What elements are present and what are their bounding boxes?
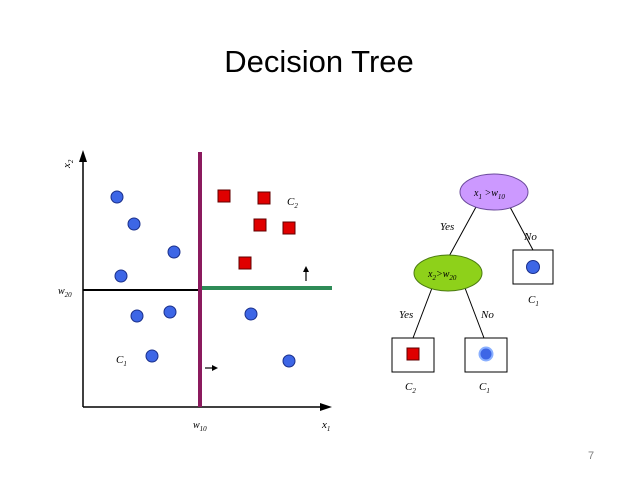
x-axis-arrow xyxy=(320,403,332,411)
circle-point xyxy=(163,305,177,319)
circle-point xyxy=(110,190,124,204)
circle-point xyxy=(127,217,141,231)
decision-tree: x1 >w10 Yes No x2>w20 Yes No C1 C2 C1 xyxy=(391,173,554,395)
square-point xyxy=(257,191,271,205)
y-axis-arrow xyxy=(79,150,87,162)
class-c1-points xyxy=(110,190,296,368)
scatter-plot: x2 x1 w10 w20 C2 C1 xyxy=(58,150,332,433)
leaf-mid-label: C1 xyxy=(479,381,490,395)
root-node xyxy=(459,173,529,211)
slide-title: Decision Tree xyxy=(224,44,414,79)
root-node-label: x1 >w10 xyxy=(473,188,505,201)
circle-point xyxy=(130,309,144,323)
edge-root-no xyxy=(509,206,534,251)
circle-point xyxy=(114,269,128,283)
class-c2-label: C2 xyxy=(287,196,298,210)
x-axis-label: x1 xyxy=(321,419,330,433)
child-yes-label: Yes xyxy=(399,309,413,321)
circle-point xyxy=(244,307,258,321)
root-no-label: No xyxy=(523,231,537,243)
class-c2-points xyxy=(217,189,296,270)
child-no-label: No xyxy=(480,309,494,321)
w20-label: w20 xyxy=(58,286,72,299)
w10-label: w10 xyxy=(193,420,207,433)
leaf-right-circle xyxy=(526,260,540,274)
leaf-left-label: C2 xyxy=(405,381,416,395)
square-point xyxy=(238,256,252,270)
circle-point xyxy=(282,354,296,368)
child-node xyxy=(413,254,483,292)
edge-root-yes xyxy=(446,206,477,261)
up-arrow-head xyxy=(303,266,309,272)
child-node-label: x2>w20 xyxy=(427,269,457,282)
square-point xyxy=(217,189,231,203)
circle-point xyxy=(167,245,181,259)
edge-child-no xyxy=(464,287,485,339)
leaf-mid-circle xyxy=(478,346,494,362)
class-c1-label: C1 xyxy=(116,354,127,368)
leaf-left-square xyxy=(406,347,420,361)
square-point xyxy=(282,221,296,235)
right-arrow-head xyxy=(212,365,218,371)
circle-point xyxy=(145,349,159,363)
edge-child-yes xyxy=(412,287,433,339)
leaf-right-label: C1 xyxy=(528,294,539,308)
y-axis-label: x2 xyxy=(61,159,75,169)
page-number: 7 xyxy=(588,450,595,462)
root-yes-label: Yes xyxy=(440,221,454,233)
square-point xyxy=(253,218,267,232)
